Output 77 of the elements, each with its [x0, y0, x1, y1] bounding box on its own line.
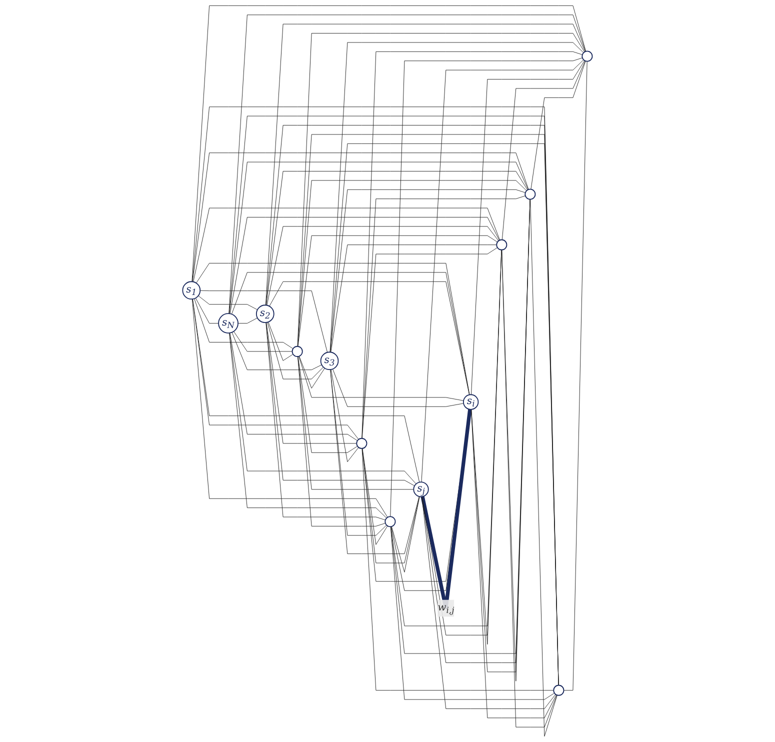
connector [298, 235, 498, 347]
connector [193, 208, 500, 282]
connector [298, 356, 414, 490]
connector [330, 369, 420, 554]
connector [234, 331, 292, 352]
node-circle: s$_{3}$ [320, 352, 339, 370]
connector [266, 322, 357, 444]
connector [229, 162, 528, 314]
connector [330, 369, 359, 462]
node-circle [356, 438, 368, 449]
connector [200, 290, 328, 353]
node-circle: s$_{j}$ [413, 482, 429, 498]
connector [298, 356, 358, 453]
connector [502, 250, 558, 728]
connector [471, 250, 502, 645]
connector [564, 61, 588, 691]
connector [391, 496, 420, 572]
connector [192, 5, 586, 282]
connector [330, 42, 584, 352]
connector [229, 332, 387, 518]
connector [530, 199, 558, 737]
connector [421, 60, 584, 482]
connector [266, 322, 386, 520]
node-circle [553, 684, 564, 696]
connector [196, 262, 470, 395]
node-circle: s$_{N}$ [218, 313, 238, 334]
connector [470, 60, 585, 395]
connector [390, 58, 583, 517]
connector [471, 409, 557, 718]
connector [362, 196, 526, 439]
connector [332, 368, 464, 407]
node-circle [384, 516, 396, 528]
connector [232, 332, 322, 370]
connector [269, 281, 470, 395]
node-circle [582, 50, 593, 62]
connector [530, 60, 586, 190]
connector [362, 448, 420, 564]
connector [229, 332, 416, 484]
connector [390, 526, 555, 700]
node-circle: s$_{1}$ [182, 281, 201, 300]
connector [362, 448, 554, 691]
connector [192, 298, 388, 518]
connector [330, 369, 387, 536]
connector [230, 217, 500, 314]
connector [194, 298, 294, 349]
connector [362, 448, 388, 545]
connector [195, 298, 219, 324]
node-circle: s$_{2}$ [256, 304, 274, 324]
node-circle [524, 188, 536, 200]
connector [502, 60, 586, 240]
connector [230, 332, 358, 441]
connector [298, 356, 386, 526]
connector [266, 226, 499, 306]
connector [330, 244, 497, 352]
connector [198, 296, 258, 310]
connector [267, 322, 324, 380]
connector [228, 14, 586, 314]
node-circle: s$_{i}$ [462, 394, 479, 410]
connector [265, 24, 586, 306]
connector [502, 199, 530, 682]
connector [298, 356, 464, 401]
connector [231, 272, 470, 395]
connector [266, 322, 415, 486]
connector [192, 298, 359, 440]
connector [268, 322, 294, 361]
connector [238, 318, 258, 324]
edge-label: w$_{i,j}$ [438, 602, 454, 616]
connector [192, 152, 529, 282]
connector [266, 171, 528, 306]
connector [330, 189, 526, 352]
node-circle [496, 239, 508, 250]
connector [422, 496, 556, 709]
connector [362, 51, 583, 439]
connector [297, 33, 585, 347]
connector [192, 298, 420, 482]
node-circle [292, 346, 303, 357]
connector [298, 180, 527, 347]
